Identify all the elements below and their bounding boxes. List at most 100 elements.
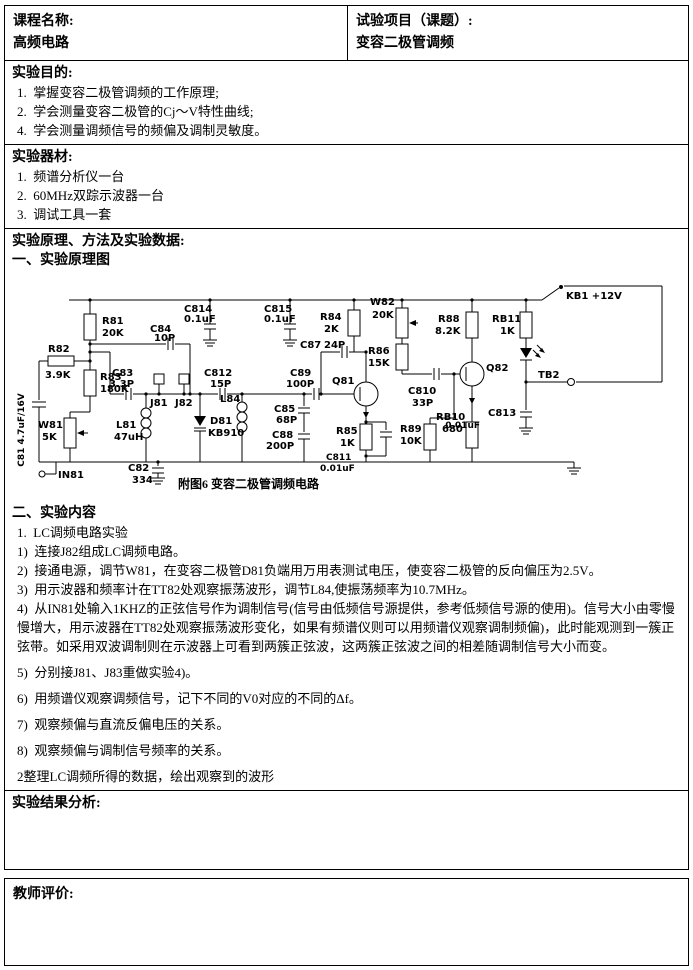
transistor-q81: Q81 [332, 352, 379, 422]
capacitor-c85: C85 68P [274, 394, 310, 432]
ground-bus [39, 461, 581, 475]
q82-label: Q82 [486, 363, 508, 374]
capacitor-c82: C82 334 [128, 462, 165, 486]
jumper-j81: J81 [149, 373, 168, 409]
rb11-label: RB11 [492, 314, 521, 325]
c810-label: C810 [408, 386, 436, 397]
q81-label: Q81 [332, 376, 354, 387]
c84-value: 10P [154, 333, 175, 344]
resistor-r86: R86 15K [368, 338, 409, 374]
in81-label: IN81 [58, 470, 84, 481]
resistor-r89: R89 10K [400, 374, 455, 462]
capacitor-c88: C88 200P [266, 430, 310, 462]
figure-caption: 附图6 变容二极管调频电路 [178, 476, 320, 491]
equipment-section: 实验器材: 1. 频谱分析仪一台 2. 60MHz双踪示波器一台 3. 调试工具一套 [5, 145, 688, 229]
c88-value: 200P [266, 441, 294, 452]
c82-value: 334 [132, 475, 153, 486]
r85-label: R85 [336, 426, 358, 437]
r83-value: 180K [100, 384, 130, 395]
tb2-label: TB2 [538, 370, 559, 381]
list-item: 4) 从IN81处输入1KHZ的正弦信号作为调制信号(信号由低频信号源提供，参考… [17, 601, 675, 654]
c815-label: C815 [264, 304, 292, 315]
c812-value: 15P [210, 379, 231, 390]
r82-value: 3.9K [45, 370, 72, 381]
purpose-section: 实验目的: 1. 掌握变容二极管调频的工作原理;2. 学会测量变容二极管的Cj～… [5, 61, 688, 145]
c815-value: 0.1uF [264, 314, 296, 325]
resistor-r88: R88 8.2K [435, 300, 479, 362]
resistor-r82: R82 3.9K [39, 344, 90, 381]
capacitor-c81: C81 4.7uF/16V [17, 361, 46, 467]
r82-label: R82 [48, 344, 70, 355]
c87-label: C87 [300, 340, 321, 351]
power-rail: KB1 +12V [69, 285, 663, 383]
c83-value: 3.3P [109, 379, 134, 390]
w82-value: 20K [372, 310, 395, 321]
resistor-r84: R84 2K [320, 300, 366, 353]
course-cell: 课程名称: 高频电路 [5, 6, 348, 60]
capacitor-c811: C811 0.01uF [320, 421, 392, 474]
list-item: 4. 学会测量调频信号的频偏及调制灵敏度。 [17, 123, 268, 138]
evaluation-section: 教师评价: [4, 878, 689, 966]
potentiometer-w82: W82 20K [370, 297, 418, 339]
project-cell: 试验项目（课题）: 变容二极管调频 [348, 6, 688, 60]
c81-label: C81 4.7uF/16V [17, 393, 27, 467]
c83-label: C83 [112, 368, 133, 379]
r88-value: 8.2K [435, 326, 462, 337]
list-item: 3) 用示波器和频率计在TT82处观察振荡波形，调节L84,使振荡频率为10.7… [17, 582, 475, 597]
c813-label: C813 [488, 408, 516, 419]
jumper-j82: J82 [174, 373, 193, 409]
r83-label: R83 [100, 372, 122, 383]
c812-label: C812 [204, 368, 232, 379]
c814-value: 0.1uF [184, 314, 216, 325]
r86-value: 15K [368, 358, 391, 369]
c85-label: C85 [274, 404, 295, 415]
course-label: 课程名称: [13, 14, 74, 29]
c89-value: 100P [286, 379, 314, 390]
l84-label: L84 [220, 394, 240, 405]
transistor-q82: Q82 [459, 361, 508, 422]
r84-label: R84 [320, 312, 342, 323]
varactor-d81: D81 KB910 [194, 394, 244, 462]
junction-dots [88, 298, 528, 464]
equipment-title: 实验器材: [12, 150, 73, 165]
list-item: 2整理LC调频所得的数据，绘出观察到的波形 [17, 769, 275, 784]
list-item: 8) 观察频偏与调制信号频率的关系。 [17, 743, 230, 758]
list-item: 6) 用频谱仪观察调频信号，记下不同的V0对应的不同的Δf。 [17, 691, 362, 706]
c89-label: C89 [290, 368, 311, 379]
w81-value: 5K [42, 432, 58, 443]
d81-label: D81 [210, 416, 232, 427]
content-title: 二、实验内容 [12, 506, 96, 521]
c810-value: 33P [412, 398, 433, 409]
list-item: 1. 掌握变容二极管调频的工作原理; [17, 85, 219, 100]
w82-label: W82 [370, 297, 395, 308]
c88-label: C88 [272, 430, 293, 441]
capacitor-c813: C813 0.01uF [445, 382, 533, 435]
potentiometer-w81: W81 5K [38, 411, 90, 462]
list-item: 2. 学会测量变容二极管的Cj～V特性曲线; [17, 104, 254, 119]
capacitor-c815: C815 0.1uF [264, 300, 297, 347]
inductor-l81: L81 47uH [114, 394, 152, 462]
c811-value: 0.01uF [320, 464, 355, 474]
rb11-value: 1K [500, 326, 516, 337]
list-item: 2. 60MHz双踪示波器一台 [17, 188, 164, 203]
project-value: 变容二极管调频 [356, 36, 454, 51]
list-item: 7) 观察频偏与直流反偏电压的关系。 [17, 717, 230, 732]
input-terminal-in81: IN81 [38, 462, 84, 481]
resistor-rb11: RB11 1K [492, 300, 533, 348]
resistor-r81: R81 20K [83, 300, 125, 341]
capacitor-c814: C814 0.1uF [184, 300, 217, 347]
capacitor-c83: C83 3.3P [90, 351, 134, 400]
list-item: 1. 频谱分析仪一台 [17, 169, 125, 184]
capacitor-c810: C810 33P [402, 368, 460, 409]
capacitor-c84: C84 10P [90, 324, 191, 394]
r89-value: 10K [400, 436, 423, 447]
analysis-section: 实验结果分析: [5, 791, 688, 869]
list-item: 3. 调试工具一套 [17, 207, 112, 222]
c813-value: 0.01uF [445, 421, 480, 431]
capacitor-c89: C89 100P [286, 368, 320, 400]
j81-label: J81 [149, 398, 168, 409]
c85-value: 68P [276, 415, 297, 426]
l81-label: L81 [116, 420, 136, 431]
analysis-title: 实验结果分析: [12, 796, 101, 811]
course-value: 高频电路 [13, 36, 69, 51]
